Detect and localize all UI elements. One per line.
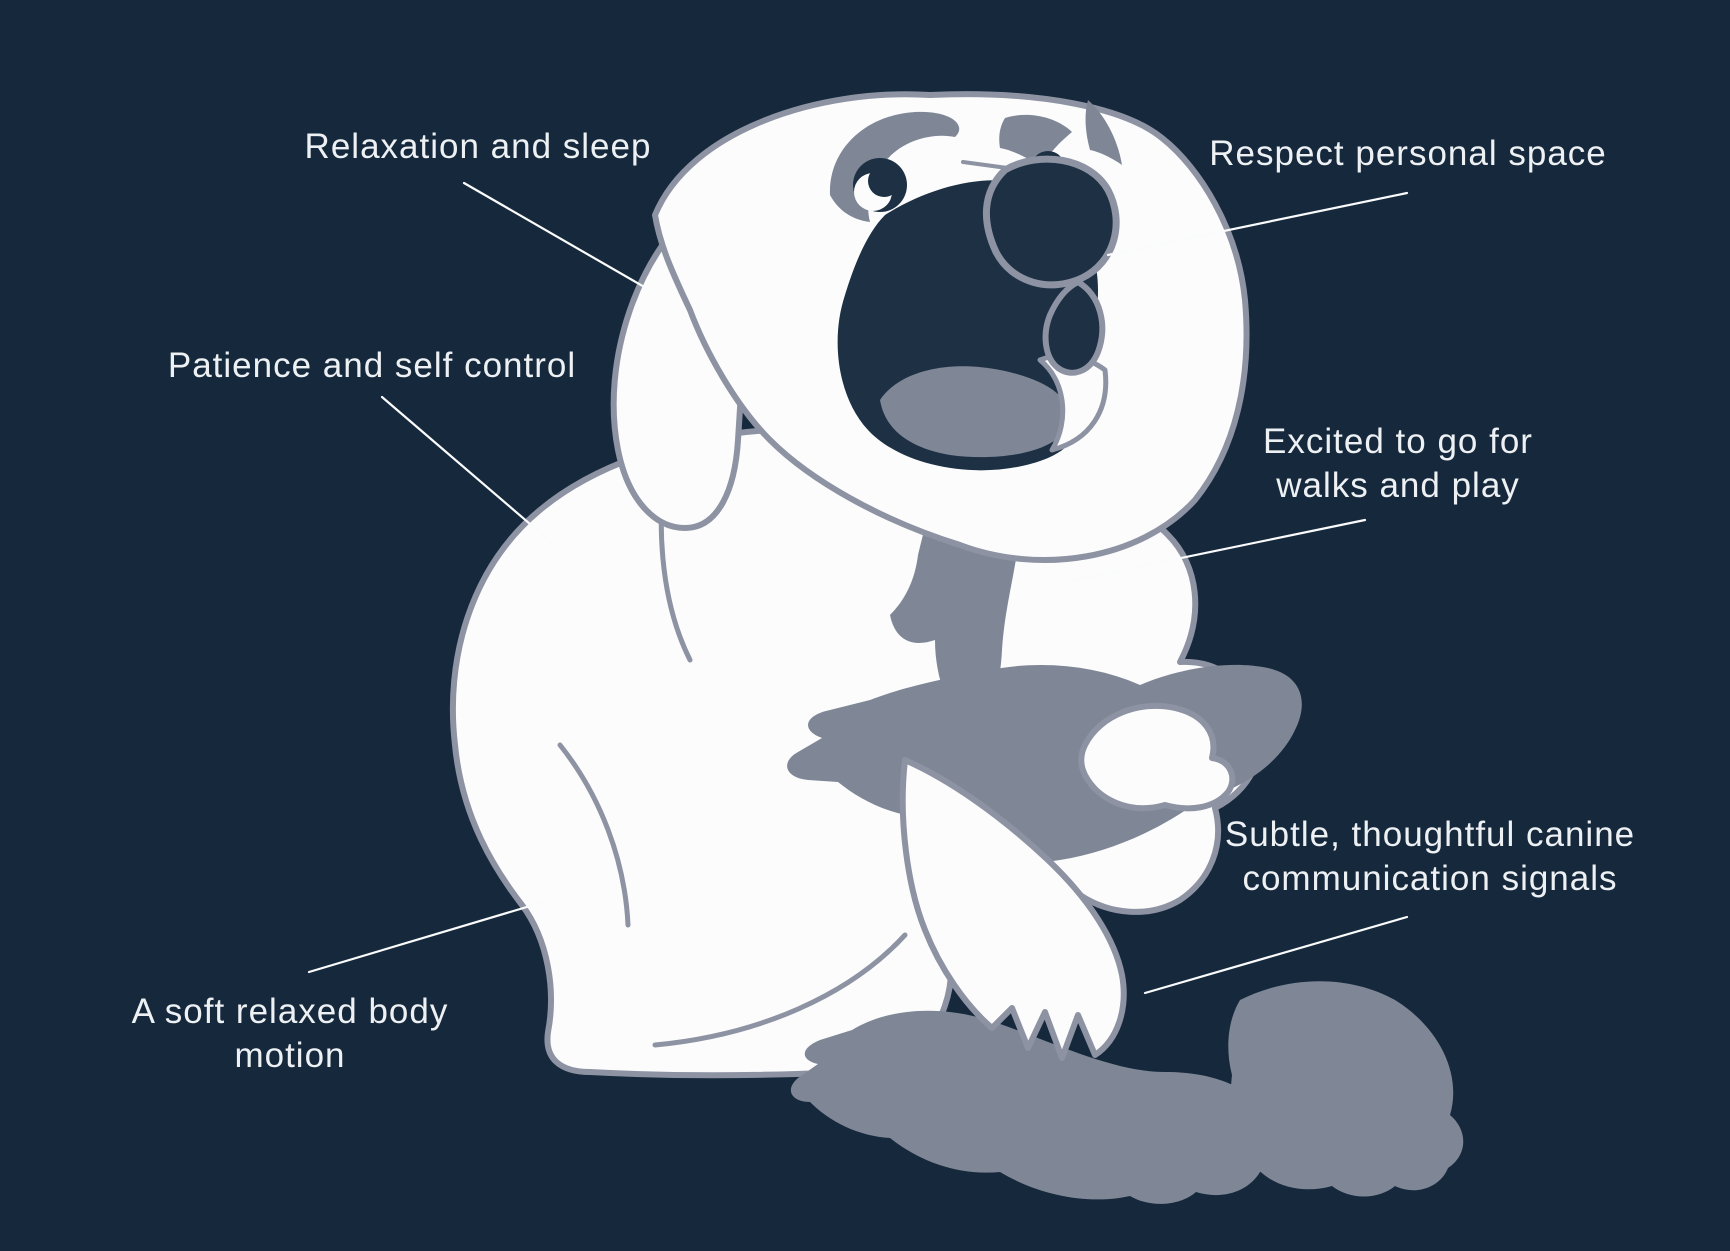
- dog-tongue: [880, 366, 1070, 458]
- dog-front-paw: [790, 1010, 1277, 1204]
- label-line: walks and play: [1276, 466, 1520, 505]
- label-respect-personal-space: Respect personal space: [1209, 132, 1607, 176]
- label-relaxation-and-sleep: Relaxation and sleep: [305, 125, 652, 169]
- dog-tail: [1078, 702, 1236, 812]
- leader-line-relaxation: [462, 181, 655, 294]
- label-soft-relaxed-body: A soft relaxed body motion: [132, 990, 449, 1078]
- label-line: Respect personal space: [1209, 134, 1607, 173]
- dog-foreleg: [899, 757, 1127, 1061]
- dog-jowl: [1042, 279, 1106, 376]
- leader-line-patience: [380, 395, 581, 568]
- label-communication-signals: Subtle, thoughtful canine communication …: [1225, 813, 1635, 901]
- dog-chest-contour: [652, 932, 908, 1048]
- dog-right-eyebrow-patch: [999, 114, 1072, 167]
- dog-rear-paw: [1228, 981, 1464, 1197]
- dog-nose: [982, 155, 1120, 289]
- leader-line-personal-space: [1106, 191, 1409, 257]
- label-line: A soft relaxed body: [131, 992, 449, 1031]
- leader-line-communication: [1143, 915, 1409, 995]
- dog-elbow-contour: [557, 742, 631, 928]
- label-line: Relaxation and sleep: [304, 127, 652, 166]
- leader-line-excited: [1068, 518, 1367, 583]
- leader-line-soft-body: [307, 896, 559, 974]
- label-line: Excited to go for: [1263, 422, 1533, 461]
- left-eye-pupil: [868, 165, 900, 197]
- dog-crown-streak: [1085, 100, 1122, 165]
- label-line: Subtle, thoughtful canine: [1224, 815, 1636, 854]
- label-line: motion: [234, 1036, 346, 1075]
- label-patience-self-control: Patience and self control: [168, 344, 576, 388]
- label-line: communication signals: [1242, 859, 1618, 898]
- label-excited-walks-play: Excited to go for walks and play: [1263, 420, 1533, 508]
- label-line: Patience and self control: [167, 346, 577, 385]
